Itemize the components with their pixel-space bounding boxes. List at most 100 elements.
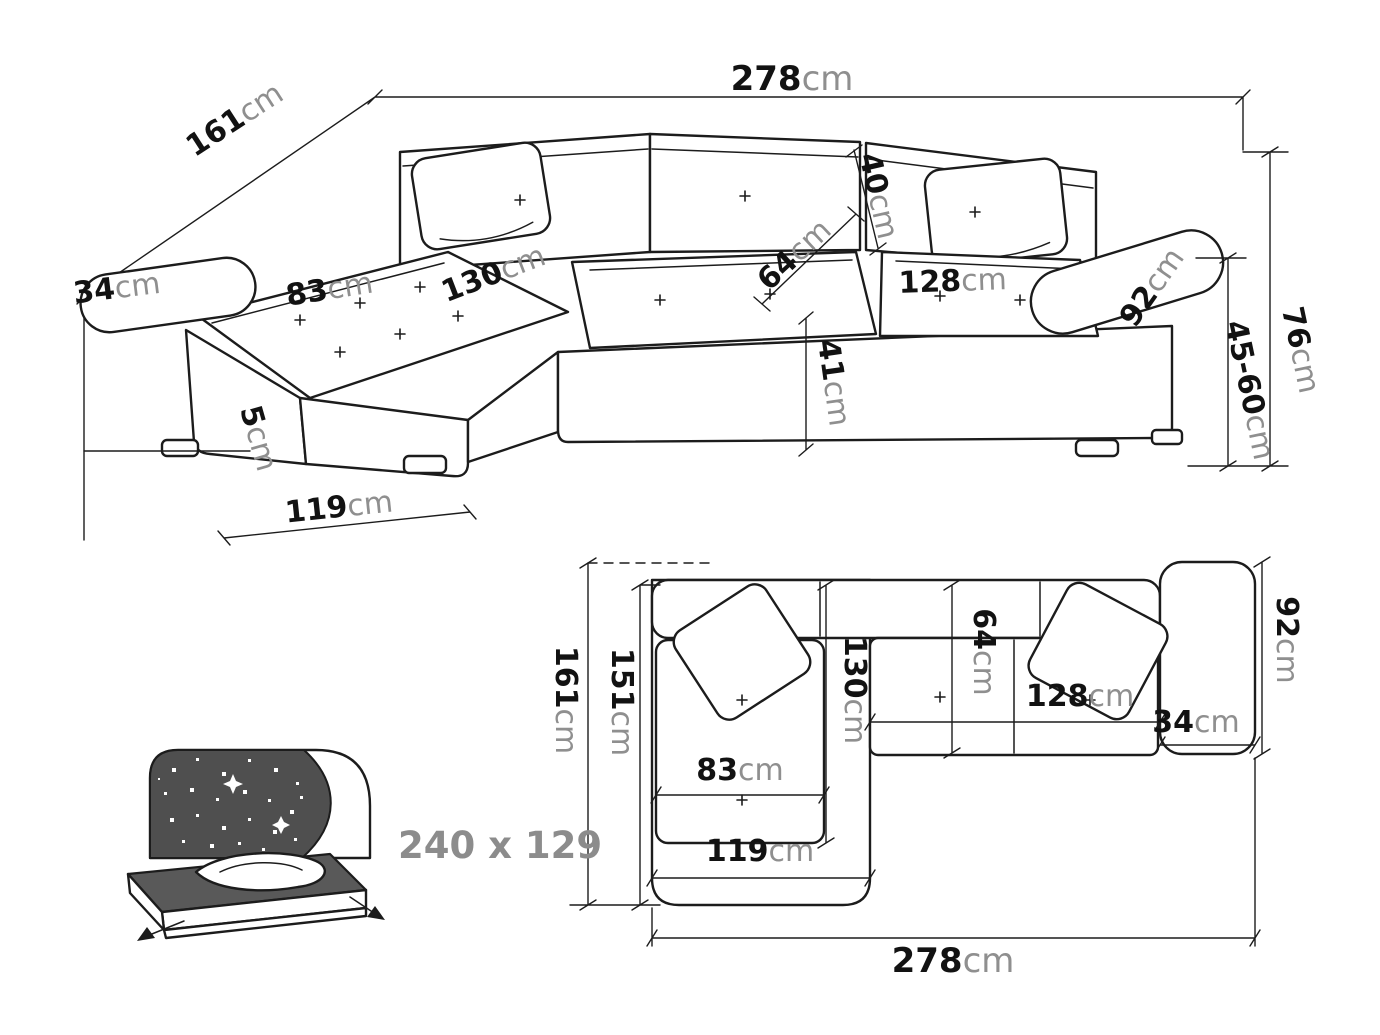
armrest-right [1029, 229, 1225, 335]
dim-unit: cm [961, 262, 1008, 299]
tufting-marks-plan [736, 691, 1096, 806]
sofa-leg [1150, 428, 1184, 446]
star-sparkle [272, 816, 290, 834]
dim-value: 119 [706, 834, 769, 869]
dim-value: 128 [1026, 679, 1089, 714]
dim-unit: cm [346, 484, 395, 524]
dim-unit: cm [802, 59, 854, 99]
dim-unit: cm [1194, 705, 1240, 740]
chaise-cushion-contour [211, 262, 445, 324]
seat-cushion-center [570, 250, 878, 350]
dim-perspective-chaise-length: 119cm [283, 484, 394, 530]
sofa-leg [1074, 438, 1120, 458]
dim-unit: cm [816, 378, 857, 428]
dim-perspective-total-height: 76cm [1274, 304, 1326, 397]
mattress-left-edge [126, 872, 166, 932]
dim-unit: cm [548, 708, 583, 754]
dim-value: 45-60 [1217, 317, 1271, 418]
dim-value: 278 [892, 941, 963, 981]
dim-plan-armrest-length: 92cm [1269, 596, 1304, 683]
sofa-leg [160, 438, 200, 458]
dim-perspective-armrest-width: 34cm [71, 266, 162, 311]
dim-value: 128 [898, 264, 962, 301]
dim-plan-chaise-cushion-width: 83cm [696, 753, 783, 788]
dim-plan-chaise-cushion-length: 130cm [837, 636, 872, 744]
dim-value: 130 [837, 636, 872, 699]
dimline-seat-depth-64 [753, 206, 865, 312]
dimline-plan-armrest-width-34 [1154, 736, 1261, 754]
blanket [194, 851, 326, 892]
dim-perspective-seat-width: 128cm [898, 262, 1007, 301]
dim-unit: cm [1237, 411, 1281, 463]
dim-value: 41 [810, 337, 850, 383]
dim-perspective-depth-total: 161cm [180, 76, 290, 164]
chaise-cushion [196, 250, 570, 400]
dimline-backrest-cushion-40 [845, 144, 887, 256]
dim-value: 278 [731, 59, 802, 99]
dim-plan-armrest-width: 34cm [1152, 705, 1239, 740]
dimline-total-height-76 [1187, 146, 1289, 472]
dimline-seat-height-41 [798, 311, 814, 457]
tufting-marks-perspective [294, 190, 1026, 358]
dim-plan-seat-depth: 64cm [966, 608, 1001, 695]
plan-backrest-dividers [819, 581, 1041, 637]
dim-unit: cm [1283, 344, 1327, 396]
dim-perspective-seat-height: 41cm [810, 337, 857, 428]
plan-pillow-right [1027, 581, 1169, 721]
dim-plan-seat-width: 128cm [1026, 679, 1134, 714]
dim-perspective-total-width: 278cm [731, 59, 854, 99]
dim-value: 151 [604, 648, 639, 711]
dimline-plan-total-width-278 [646, 757, 1261, 947]
dim-unit: cm [604, 710, 639, 756]
dim-value: 92 [1269, 596, 1304, 638]
dim-plan-total-width: 278cm [892, 941, 1015, 981]
dim-value: 83 [284, 273, 331, 314]
pillow-left-body [410, 141, 552, 251]
dim-perspective-chaise-cushion-width: 83cm [284, 265, 376, 313]
plan-view: 161cm 151cm 130cm 64cm 83cm 128cm 34cm 9… [548, 556, 1304, 981]
pillow-right [923, 157, 1069, 267]
perspective-frame-lines [76, 89, 1251, 541]
dim-unit: cm [325, 265, 376, 307]
dimline-plan-armrest-length-92 [1253, 556, 1271, 760]
dim-unit: cm [1088, 679, 1134, 714]
plan-armrest-right [1158, 560, 1257, 756]
pillow-left [410, 141, 552, 251]
mattress-lower-band [162, 906, 368, 940]
dimline-plan-seat-width-128 [864, 713, 1166, 731]
pillow-right-body [923, 157, 1069, 267]
plan-pillow-left [672, 583, 812, 721]
dim-value: 119 [283, 489, 349, 530]
dim-unit: cm [966, 650, 1001, 696]
sofa-leg [402, 454, 448, 475]
backrest-middle-panel [648, 132, 862, 254]
dimline-plan-seat-depth-64 [943, 579, 961, 759]
dim-value: 161 [548, 646, 583, 709]
dim-value: 76 [1274, 304, 1317, 352]
seat-cushion-center-contour [589, 259, 853, 271]
dim-perspective-armrest-height-range: 45-60cm [1217, 317, 1281, 463]
dim-unit: cm [738, 753, 784, 788]
unfold-arrow-left-head [137, 927, 155, 941]
blanket-fold [219, 862, 303, 873]
dim-value: 83 [696, 753, 738, 788]
seat-cushion-right-contour [895, 260, 1077, 270]
dim-plan-depth-total: 161cm [548, 646, 583, 754]
dim-unit: cm [113, 266, 163, 306]
perspective-view: 278cm 161cm 40cm 64cm 130cm 83cm 34cm 12… [71, 59, 1327, 546]
star-sparkle [223, 774, 243, 794]
pillow-left-seam [439, 221, 534, 242]
dim-plan-chaise-length: 119cm [706, 834, 814, 869]
dim-value: 34 [1152, 705, 1194, 740]
dim-unit: cm [963, 941, 1015, 981]
dim-unit: cm [837, 698, 872, 744]
armrest-left [79, 256, 257, 334]
dimline-plan-chaise-length-119 [646, 869, 876, 887]
dimline-plan-depth-161 [569, 557, 661, 911]
base-chaise-right-face [466, 350, 560, 464]
dimline-chaise-length-119 [217, 504, 477, 546]
headboard-night-sky [149, 749, 332, 859]
dimline-armrest-height-45-60 [1195, 252, 1247, 472]
